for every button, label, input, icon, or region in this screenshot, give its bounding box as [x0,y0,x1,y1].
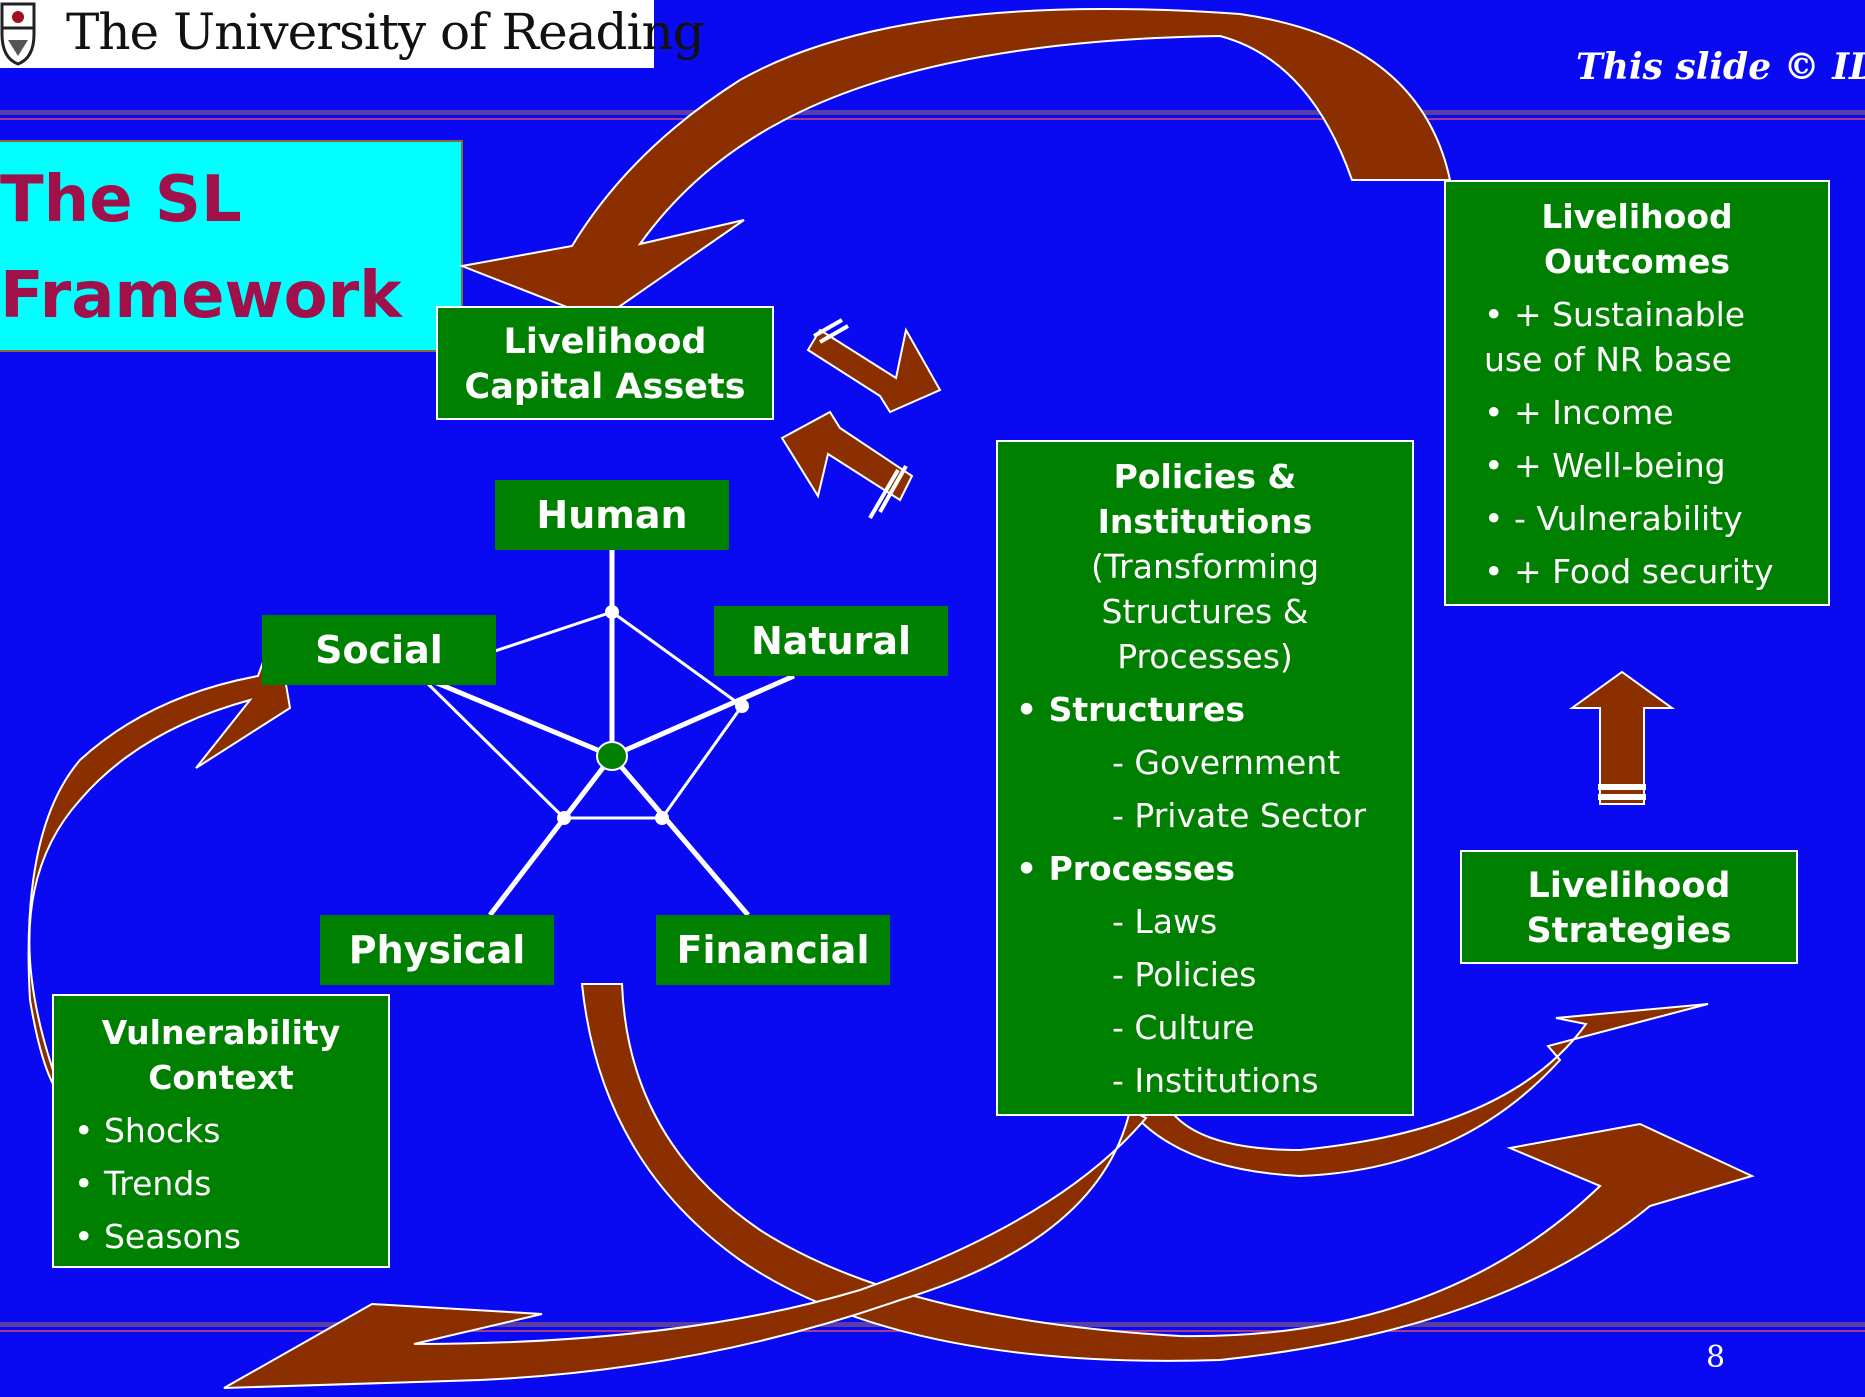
title-box [0,140,463,352]
outcomes-heading-line2: Outcomes [1544,242,1730,281]
vulnerability-heading-line1: Vulnerability [101,1013,341,1052]
arrow-assets-to-policies [806,327,942,414]
livelihood-strategies-box: Livelihood Strategies [1460,850,1798,964]
capital-assets-box: Livelihood Capital Assets [436,306,774,420]
page-number: 8 [1706,1340,1726,1375]
process-item: - Laws [1112,902,1218,941]
outcome-item: • + Sustainable [1484,295,1746,334]
natural-vertex [735,699,749,713]
vulnerability-item: • Trends [74,1164,212,1203]
strategies-heading-line1: Livelihood [1527,866,1731,906]
outcome-item: • + Income [1484,393,1674,432]
asset-pentagon [417,550,796,917]
copyright-notice: This slide © IDI [1576,46,1865,88]
outcome-item: • + Food security [1484,552,1774,591]
outcome-item: • - Vulnerability [1484,499,1743,538]
policies-sub-line2: Structures & [1101,592,1309,631]
outcome-item: • + Well-being [1484,446,1726,485]
structure-item: - Government [1112,743,1341,782]
processes-label: • Processes [1016,849,1235,888]
header-logo-bar [0,0,654,68]
arrow-vulnerability-to-social [27,622,292,1093]
strategies-heading-line2: Strategies [1526,911,1732,951]
financial-axis-line [610,754,750,917]
slide-title-line2: Framework [0,259,402,333]
financial-vertex [655,811,669,825]
arrow-policies-to-strategies [1127,1003,1709,1178]
vulnerability-item: • Shocks [74,1111,221,1150]
slide-title: The SL Framework [0,152,460,344]
header-divider-accent [0,118,1865,120]
arrow-policies-to-assets [780,410,914,502]
arrow-outcomes-to-assets [458,7,1452,322]
vulnerability-heading-line2: Context [148,1058,294,1097]
human-vertex [605,605,619,619]
vulnerability-item: • Seasons [74,1217,241,1256]
asset-human: Human [495,480,729,550]
natural-axis-line [610,673,796,759]
outcomes-heading-line1: Livelihood [1541,197,1733,236]
header-divider [0,110,1865,115]
vulnerability-context-box: Vulnerability Context • Shocks • Trends … [52,994,390,1268]
structure-item: - Private Sector [1112,796,1367,835]
policies-sub-line3: Processes) [1117,637,1293,676]
asset-social: Social [262,615,496,685]
policies-sub-line1: (Transforming [1090,547,1320,586]
policies-heading-line1: Policies & [1113,457,1297,496]
outcome-item: use of NR base [1484,340,1732,379]
process-item: - Culture [1112,1008,1255,1047]
asset-financial: Financial [656,915,890,985]
policies-institutions-box: Policies & Institutions (Transforming St… [996,440,1414,1116]
university-crest-icon [0,2,36,66]
policies-heading-line2: Institutions [1097,502,1313,541]
structures-label: • Structures [1016,690,1246,729]
livelihood-outcomes-box: Livelihood Outcomes • + Sustainable use … [1444,180,1830,606]
slide-title-line1: The SL [0,163,242,237]
process-item: - Policies [1112,955,1257,994]
physical-axis-line [488,754,614,917]
university-name: The University of Reading [66,3,705,61]
capital-assets-heading-line1: Livelihood [503,322,707,362]
arrow-assets-to-strategies [580,983,1755,1362]
capital-assets-heading-line2: Capital Assets [464,367,746,407]
pentagon-center-node [596,741,628,771]
arrow-policies-to-vulnerability [223,1108,1148,1389]
asset-physical: Physical [320,915,554,985]
physical-vertex [557,811,571,825]
social-axis-line [419,673,613,759]
asset-natural: Natural [714,606,948,676]
process-item: - Institutions [1112,1061,1319,1100]
